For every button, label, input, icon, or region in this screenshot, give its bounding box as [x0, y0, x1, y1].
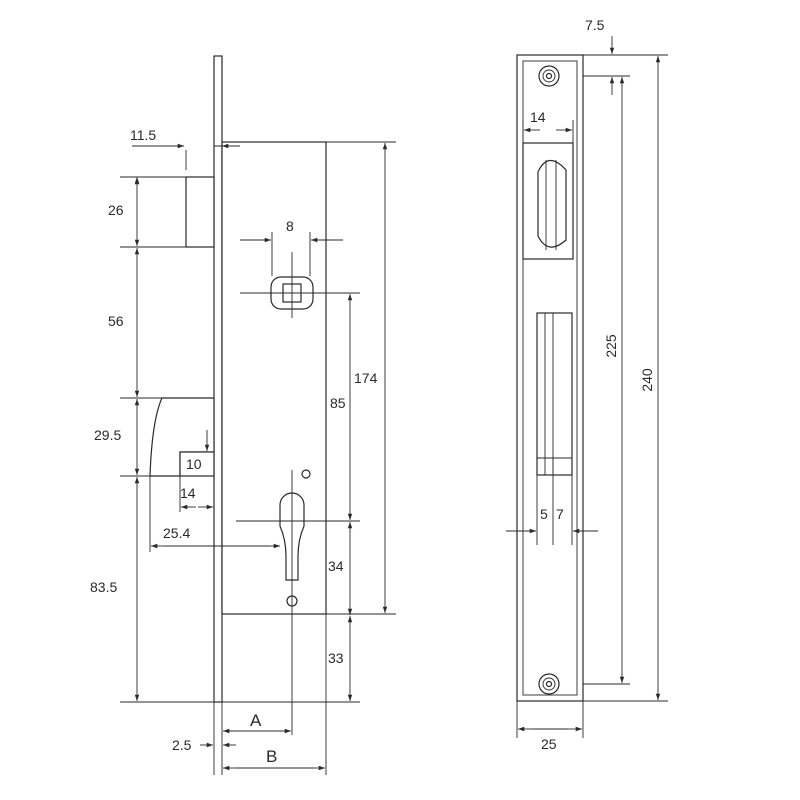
side-view: 11.5 26 56 29.5 83.5 10 1 — [90, 55, 396, 775]
deadbolt-roller — [537, 159, 567, 248]
dim-label-83-5: 83.5 — [90, 579, 117, 595]
dim-label-2-5: 2.5 — [172, 737, 192, 753]
front-faceplate-inner — [522, 60, 578, 696]
dim-label-8: 8 — [286, 218, 294, 234]
dim-label-240: 240 — [639, 368, 655, 392]
dim-label-225: 225 — [603, 334, 619, 358]
dim-label-10: 10 — [186, 456, 202, 472]
deadbolt — [185, 176, 215, 248]
faceplate — [213, 55, 223, 703]
latch-opening — [536, 312, 573, 476]
dim-label-14-side: 14 — [180, 485, 196, 501]
dim-label-29-5: 29.5 — [94, 427, 121, 443]
dim-label-26: 26 — [108, 202, 124, 218]
dim-label-b: B — [266, 747, 277, 766]
dim-label-33: 33 — [328, 650, 344, 666]
dim-label-a: A — [250, 711, 262, 730]
dim-label-25-4: 25.4 — [163, 525, 190, 541]
dim-label-174: 174 — [354, 370, 378, 386]
dim-label-34: 34 — [328, 558, 344, 574]
dim-label-14-front: 14 — [530, 109, 546, 125]
screw-hole — [301, 469, 311, 479]
dim-label-25: 25 — [541, 736, 557, 752]
dim-label-7-5: 7.5 — [585, 17, 605, 33]
dim-label-5: 5 — [540, 506, 548, 522]
dim-label-56: 56 — [108, 313, 124, 329]
dim-label-11-5: 11.5 — [130, 127, 156, 143]
front-view: 7.5 240 225 14 5 7 25 — [506, 17, 668, 752]
dim-label-85: 85 — [330, 395, 346, 411]
lock-body — [221, 141, 327, 615]
latch-notch — [179, 451, 215, 477]
dim-label-7: 7 — [556, 506, 564, 522]
